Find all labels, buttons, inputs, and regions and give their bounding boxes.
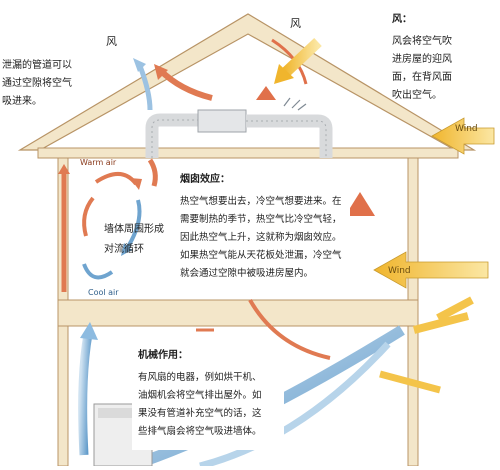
mechanical-effect-box: 机械作用： 有风扇的电器，例如烘干机、 油烟机会将空气排出屋外。如 果没有管道补… bbox=[132, 346, 284, 450]
wind-arrow-label-upper: Wind bbox=[455, 124, 478, 134]
warm-air-label: Warm air bbox=[80, 158, 117, 167]
wind-explanation-box: 风： 风会将空气吹 进房屋的迎风 面，在背风面 吹出空气。 bbox=[392, 12, 498, 108]
mech-desc-line-3: 果没有管道补充空气的话，这 bbox=[138, 408, 262, 419]
attic-duct bbox=[145, 97, 333, 158]
wind-label-left: 风 bbox=[106, 35, 117, 48]
wind-title: 风： bbox=[392, 14, 412, 25]
wall-convection-arrows bbox=[58, 164, 142, 292]
wind-arrows bbox=[274, 37, 495, 394]
wind-arrow-label-lower: Wind bbox=[388, 266, 411, 276]
wall-convection-line-2: 对流循环 bbox=[104, 244, 144, 255]
wind-desc-line-3: 面，在背风面 bbox=[392, 72, 452, 83]
leak-note-line-3: 吸进来。 bbox=[2, 96, 42, 107]
wind-desc-line-2: 进房屋的迎风 bbox=[392, 54, 452, 65]
leak-note-line-2: 通过空隙将空气 bbox=[2, 78, 72, 89]
stack-effect-box: 烟囱效应： 热空气想要出去，冷空气想要进来。在 需要制热的季节，热空气比冷空气轻… bbox=[174, 170, 350, 288]
wall-convection-box: 墙体周围形成 对流循环 bbox=[102, 222, 180, 262]
mech-title: 机械作用： bbox=[138, 350, 188, 361]
mech-desc-line-4: 些排气扇会将空气吸进墙体。 bbox=[138, 426, 262, 437]
stack-desc-line-2: 需要制热的季节，热空气比冷空气轻， bbox=[180, 214, 342, 225]
wall-convection-line-1: 墙体周围形成 bbox=[104, 224, 164, 235]
stack-effect-title: 烟囱效应： bbox=[180, 174, 230, 185]
stack-desc-line-4: 如果热空气能从天花板处泄漏，冷空气 bbox=[180, 250, 342, 261]
leak-note-line-1: 泄漏的管道可以 bbox=[2, 60, 72, 71]
stack-desc-line-5: 就会通过空隙中被吸进房屋内。 bbox=[180, 268, 314, 279]
leak-note-box: 泄漏的管道可以 通过空隙将空气 吸进来。 bbox=[0, 58, 78, 114]
stack-desc-line-1: 热空气想要出去，冷空气想要进来。在 bbox=[180, 196, 342, 207]
stack-desc-line-3: 因此热空气上升，这就称为烟囱效应。 bbox=[180, 232, 342, 243]
cool-air-label: Cool air bbox=[88, 288, 119, 297]
roof bbox=[17, 13, 477, 159]
mech-desc-line-1: 有风扇的电器，例如烘干机、 bbox=[138, 372, 262, 383]
wind-label-top: 风 bbox=[290, 17, 301, 30]
wind-desc-line-4: 吹出空气。 bbox=[392, 90, 442, 101]
stack-effect-arrows bbox=[147, 64, 375, 292]
mech-desc-line-2: 油烟机会将空气排出屋外。如 bbox=[138, 390, 262, 401]
wind-desc-line-1: 风会将空气吹 bbox=[392, 36, 452, 47]
